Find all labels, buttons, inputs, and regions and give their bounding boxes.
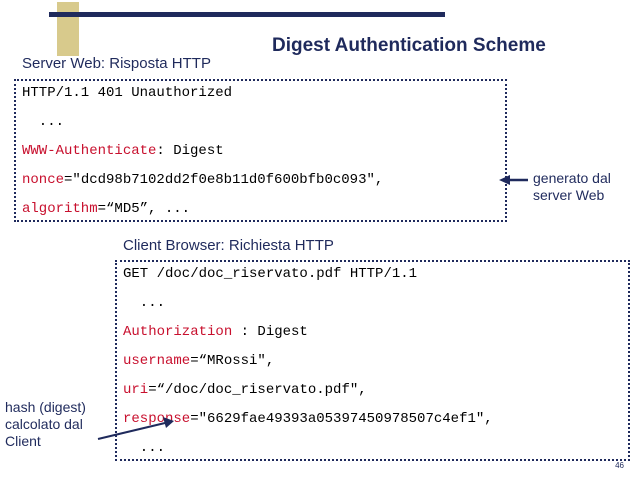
client-line-ellipsis-1: ... [123,295,166,311]
client-line-username: username=“MRossi", [123,353,275,369]
client-annotation-line-1: hash (digest) [5,399,86,415]
client-line-uri: uri=“/doc/doc_riservato.pdf", [123,382,367,398]
client-line-ellipsis-2: ... [123,440,166,456]
client-annotation-arrow [97,417,174,440]
client-request-box [115,260,630,461]
decorative-bar [49,12,445,17]
server-line-ellipsis: ... [22,114,65,130]
server-annotation-line-1: generato dal [533,170,611,186]
server-line-status: HTTP/1.1 401 Unauthorized [22,85,233,101]
server-annotation-arrow [499,175,528,185]
client-line-get: GET /doc/doc_riservato.pdf HTTP/1.1 [123,266,418,282]
server-line-nonce: nonce="dcd98b7102dd2f0e8b11d0f600bfb0c09… [22,172,384,188]
server-line-www-authenticate: WWW-Authenticate: Digest [22,143,224,159]
client-section-label: Client Browser: Richiesta HTTP [123,237,334,254]
client-line-authorization: Authorization : Digest [123,324,308,340]
server-annotation: generato dal server Web [533,170,611,204]
server-line-algorithm: algorithm=“MD5”, ... [22,201,191,217]
client-line-response: response="6629fae49393a05397450978507c4e… [123,411,493,427]
client-annotation-line-3: Client [5,433,41,449]
server-section-label: Server Web: Risposta HTTP [22,55,211,72]
server-response-box [14,79,507,222]
page-number: 46 [615,461,624,470]
client-annotation: hash (digest) calcolato dal Client [5,399,86,450]
slide-title: Digest Authentication Scheme [272,35,546,56]
client-annotation-line-2: calcolato dal [5,416,83,432]
server-annotation-line-2: server Web [533,187,605,203]
